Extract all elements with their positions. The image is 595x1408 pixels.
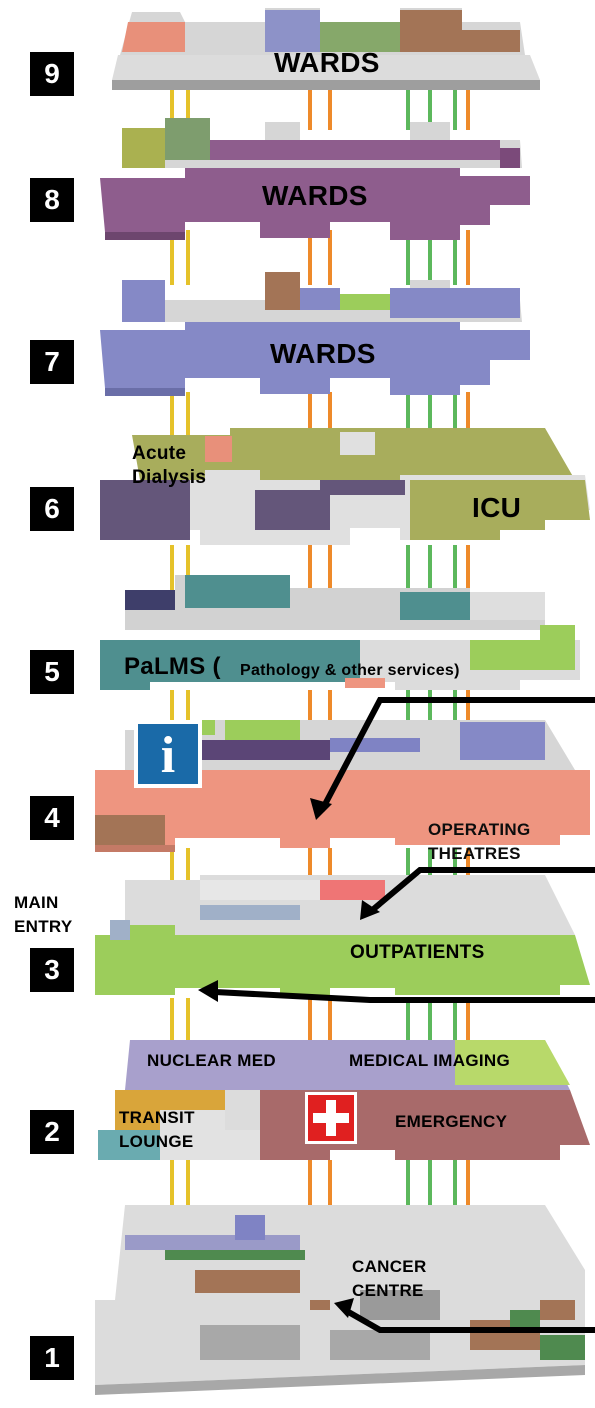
floor-9-plate bbox=[112, 8, 540, 90]
floor-8-plate bbox=[100, 118, 530, 240]
arrow-head-cancer-centre bbox=[334, 1298, 354, 1318]
cancer-centre-label-line1: CANCER bbox=[352, 1257, 427, 1276]
emergency-cross-icon bbox=[305, 1092, 357, 1144]
floor-7-plate bbox=[100, 272, 530, 396]
arrow-to-main-entry-icon bbox=[214, 989, 595, 1003]
floor-9-label: WARDS bbox=[274, 47, 380, 78]
floor-number-5: 5 bbox=[30, 650, 74, 694]
floor-6-plate bbox=[100, 428, 590, 545]
arrow-to-outpatients-icon bbox=[368, 867, 595, 915]
operating-label-line1: OPERATING bbox=[428, 820, 531, 839]
floor-number-4: 4 bbox=[30, 796, 74, 840]
nuclear-med-label: NUCLEAR MED bbox=[147, 1051, 276, 1070]
main-entry-label-line1: MAIN bbox=[14, 893, 59, 912]
floor-8-label: WARDS bbox=[262, 180, 368, 211]
floor-5-plate bbox=[100, 575, 580, 690]
floor-4-plate bbox=[95, 720, 590, 852]
arrow-to-cancer-centre-icon bbox=[343, 1307, 595, 1333]
floor-number-3: 3 bbox=[30, 948, 74, 992]
medical-imaging-label: MEDICAL IMAGING bbox=[349, 1051, 510, 1070]
floor-number-2: 2 bbox=[30, 1110, 74, 1154]
arrow-head-outpatients bbox=[360, 900, 380, 920]
operating-label-line2: THEATRES bbox=[428, 844, 521, 863]
transit-lounge-label-line2: LOUNGE bbox=[119, 1132, 194, 1151]
floor-number-7: 7 bbox=[30, 340, 74, 384]
floor-7-label: WARDS bbox=[270, 338, 376, 369]
outpatients-label: OUTPATIENTS bbox=[350, 942, 485, 963]
acute-dialysis-label-line1: Acute bbox=[132, 443, 187, 464]
palms-label: PaLMS ( bbox=[124, 653, 221, 680]
icu-label: ICU bbox=[472, 492, 522, 523]
acute-dialysis-label-line2: Dialysis bbox=[132, 467, 207, 488]
floor-number-6: 6 bbox=[30, 487, 74, 531]
emergency-label: EMERGENCY bbox=[395, 1112, 508, 1131]
svg-text:i: i bbox=[161, 727, 175, 784]
arrow-to-operating-theatres-icon bbox=[319, 697, 595, 812]
floor-number-1: 1 bbox=[30, 1336, 74, 1380]
main-entry-label-line2: ENTRY bbox=[14, 917, 73, 936]
floor-number-8: 8 bbox=[30, 178, 74, 222]
info-sign-icon: i bbox=[134, 720, 202, 788]
palms-sublabel: Pathology & other services) bbox=[240, 662, 460, 679]
transit-lounge-label-line1: TRANSIT bbox=[119, 1108, 195, 1127]
floor-number-9: 9 bbox=[30, 52, 74, 96]
arrow-head-main-entry bbox=[198, 980, 218, 1002]
floor-3-plate bbox=[95, 875, 590, 998]
floor-1-plate bbox=[95, 1205, 585, 1395]
cancer-centre-label-line2: CENTRE bbox=[352, 1281, 424, 1300]
arrow-head-theatres bbox=[310, 798, 332, 820]
